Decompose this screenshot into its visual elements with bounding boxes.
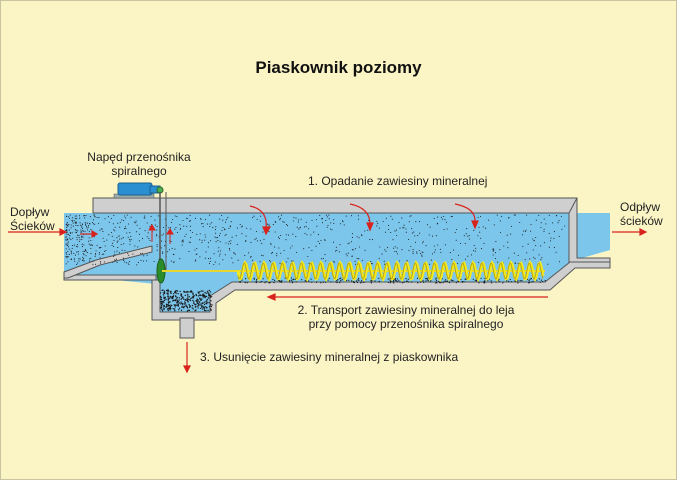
inflow-label-line1: Dopływ	[10, 205, 50, 219]
removal-arrow	[183, 342, 191, 374]
inflow-label: Dopływ Ścieków	[10, 205, 55, 233]
outflow-arrow	[612, 228, 648, 236]
settling-arrows	[249, 203, 479, 236]
inlet-floor	[63, 245, 153, 279]
step3-label: 3. Usunięcie zawiesiny mineralnej z pias…	[200, 350, 459, 364]
drive-label-line1: Napęd przenośnika	[87, 150, 191, 164]
hopper-wall	[151, 261, 611, 321]
diagram-title: Piaskownik poziomy	[255, 58, 422, 77]
inflow-arrow	[8, 228, 68, 236]
sediment-particles	[65, 214, 566, 312]
step2-label-line1: 2. Transport zawiesiny mineralnej do lej…	[297, 303, 515, 317]
step2-label-line2: przy pomocy przenośnika spiralnego	[308, 317, 504, 331]
inflow-label-line2: Ścieków	[10, 219, 55, 233]
drain-pipe	[179, 317, 195, 339]
step1-label: 1. Opadanie zawiesiny mineralnej	[308, 174, 488, 188]
drive-label: Napęd przenośnika spiralnego	[76, 150, 202, 178]
drive-label-line2: spiralnego	[111, 164, 167, 178]
water-body	[64, 213, 610, 316]
motor-icon	[117, 182, 153, 196]
flow-arrow-inlet	[80, 229, 99, 239]
step2-label: 2. Transport zawiesiny mineralnej do lej…	[276, 303, 536, 331]
outflow-label-line1: Odpływ	[620, 200, 661, 214]
outflow-label: Odpływ ścieków	[620, 200, 663, 228]
shaft-arrows	[148, 224, 174, 244]
spiral-conveyor	[236, 260, 545, 282]
transport-arrow	[266, 293, 548, 301]
outflow-label-line2: ścieków	[620, 214, 663, 228]
